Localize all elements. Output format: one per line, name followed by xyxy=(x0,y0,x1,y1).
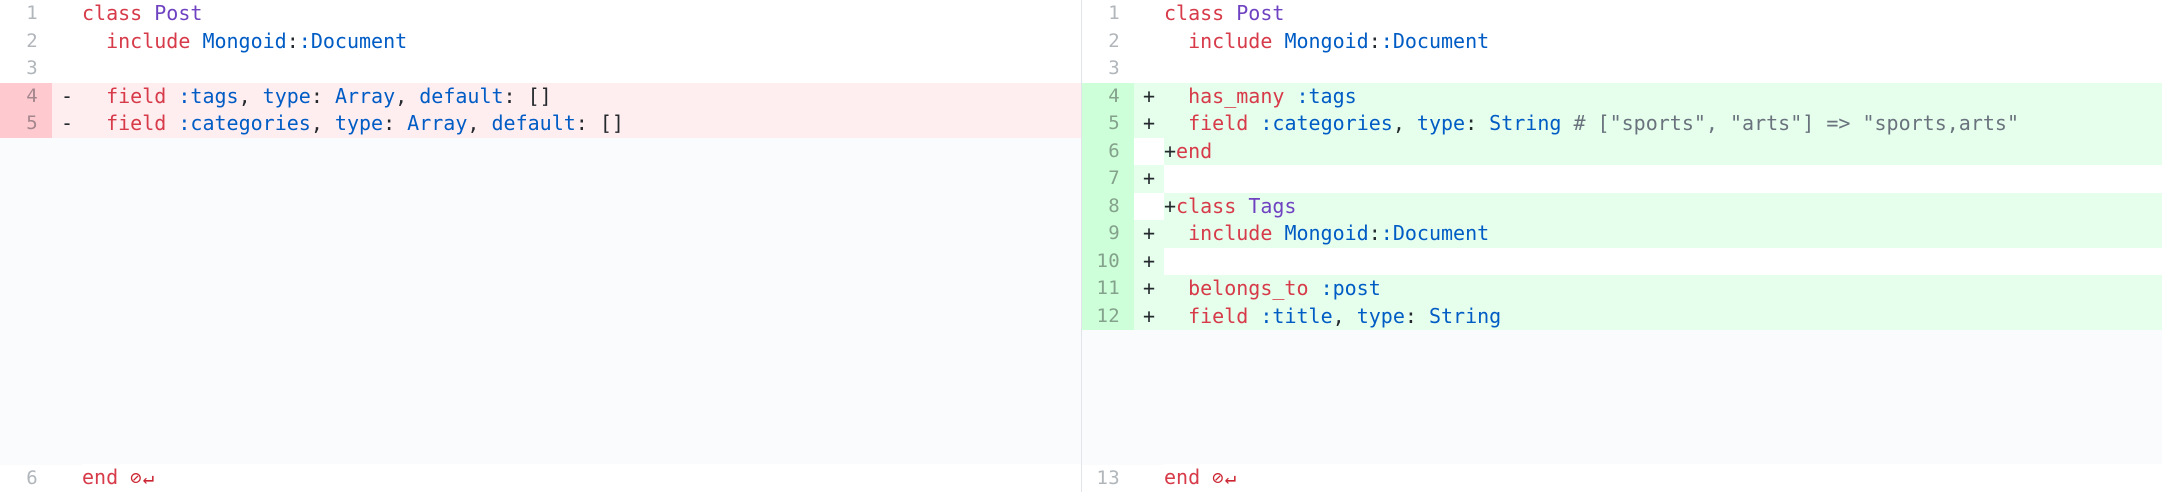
code-line: field :tags, type: Array, default: [] xyxy=(82,82,1081,110)
diff-row[interactable]: 3 xyxy=(0,55,1081,83)
line-number[interactable]: 2 xyxy=(0,27,52,55)
diff-row[interactable]: 12+ field :title, type: String xyxy=(1082,302,2162,330)
diff-marker: + xyxy=(1134,82,1164,110)
line-number[interactable]: 4 xyxy=(1082,82,1134,110)
diff-marker: - xyxy=(52,82,82,110)
line-number[interactable]: 8 xyxy=(1082,192,1134,220)
code-line: class Post xyxy=(82,0,1081,28)
diff-row[interactable]: 2 include Mongoid::Document xyxy=(1082,27,2162,55)
code-line: belongs_to :post xyxy=(1164,275,2162,303)
diff-marker: + xyxy=(1134,220,1164,248)
line-number[interactable]: 2 xyxy=(1082,27,1134,55)
line-number[interactable]: 1 xyxy=(0,0,52,28)
diff-filler-modified xyxy=(1082,330,2162,465)
line-number[interactable]: 10 xyxy=(1082,247,1134,275)
diff-marker: + xyxy=(1134,247,1164,275)
no-newline-icon: ⊘↵ xyxy=(1212,467,1238,489)
line-number[interactable]: 5 xyxy=(0,110,52,138)
diff-row[interactable]: 2 include Mongoid::Document xyxy=(0,27,1081,55)
code-line: has_many :tags xyxy=(1164,82,2162,110)
diff-row[interactable]: 11+ belongs_to :post xyxy=(1082,275,2162,303)
diff-row[interactable]: 13 end ⊘↵ xyxy=(1082,464,2162,493)
line-number[interactable]: 6 xyxy=(1082,137,1134,165)
code-line: class Post xyxy=(1164,0,2162,28)
diff-row[interactable]: 6 +end xyxy=(1082,137,2162,165)
line-number[interactable]: 12 xyxy=(1082,302,1134,330)
line-number[interactable]: 7 xyxy=(1082,165,1134,193)
line-number[interactable]: 3 xyxy=(1082,55,1134,83)
line-number[interactable]: 13 xyxy=(1082,464,1134,492)
diff-marker: + xyxy=(1134,275,1164,303)
diff-marker: + xyxy=(1134,302,1164,330)
line-number[interactable]: 5 xyxy=(1082,110,1134,138)
line-number[interactable]: 1 xyxy=(1082,0,1134,28)
code-line: field :title, type: String xyxy=(1164,302,2162,330)
diff-row[interactable]: 4+ has_many :tags xyxy=(1082,82,2162,110)
diff-row[interactable]: 5- field :categories, type: Array, defau… xyxy=(0,110,1081,138)
diff-marker: + xyxy=(1134,110,1164,138)
diff-marker: + xyxy=(1134,165,1164,193)
line-number[interactable]: 4 xyxy=(0,82,52,110)
code-line: include Mongoid::Document xyxy=(1164,27,2162,55)
diff-row[interactable]: 5+ field :categories, type: String # ["s… xyxy=(1082,110,2162,138)
diff-row[interactable]: 1 class Post xyxy=(1082,0,2162,28)
diff-row[interactable]: 8 +class Tags xyxy=(1082,192,2162,220)
diff-marker: - xyxy=(52,110,82,138)
line-number[interactable]: 11 xyxy=(1082,275,1134,303)
diff-row[interactable]: 1 class Post xyxy=(0,0,1081,28)
code-line: field :categories, type: Array, default:… xyxy=(82,110,1081,138)
diff-row[interactable]: 4- field :tags, type: Array, default: [] xyxy=(0,82,1081,110)
code-line: +class Tags xyxy=(1164,192,2162,220)
code-line: +end xyxy=(1164,137,2162,165)
diff-row[interactable]: 10+ xyxy=(1082,247,2162,275)
code-line: field :categories, type: String # ["spor… xyxy=(1164,110,2162,138)
diff-filler-original xyxy=(0,137,1081,465)
diff-row[interactable]: 3 xyxy=(1082,55,2162,83)
code-line: include Mongoid::Document xyxy=(82,27,1081,55)
diff-row[interactable]: 6 end ⊘↵ xyxy=(0,464,1081,493)
diff-row[interactable]: 7+ xyxy=(1082,165,2162,193)
diff-row[interactable]: 9+ include Mongoid::Document xyxy=(1082,220,2162,248)
line-number[interactable]: 6 xyxy=(0,464,52,492)
no-newline-icon: ⊘↵ xyxy=(130,467,156,489)
code-line: end ⊘↵ xyxy=(82,464,1081,493)
code-line: end ⊘↵ xyxy=(1164,464,2162,493)
diff-tail-rows-original: 6 end ⊘↵ xyxy=(0,464,1081,493)
diff-tail-rows-modified: 13 end ⊘↵ xyxy=(1082,464,2162,493)
code-line: include Mongoid::Document xyxy=(1164,220,2162,248)
line-number[interactable]: 3 xyxy=(0,55,52,83)
line-number[interactable]: 9 xyxy=(1082,220,1134,248)
